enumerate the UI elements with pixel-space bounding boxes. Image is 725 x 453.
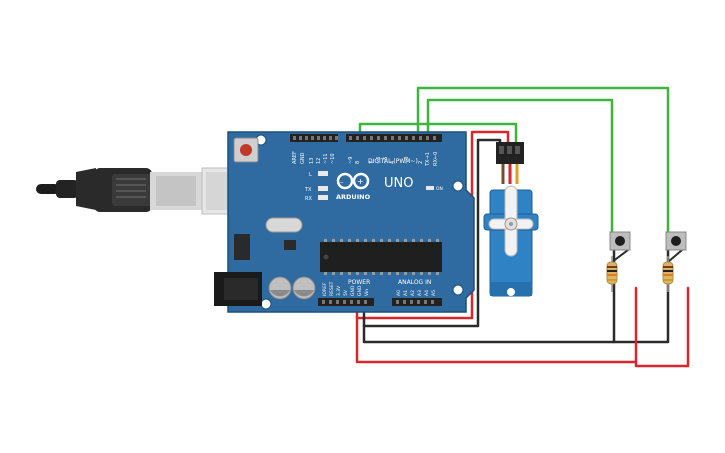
wire-button-1-resistor[interactable]	[611, 249, 629, 263]
arduino-board[interactable]: AREF GND 13 12 ~11 ~10 ~9 8 7 ~6 ~5 4 ~3…	[214, 131, 475, 313]
mounting-hole	[452, 180, 464, 192]
on-led	[426, 186, 434, 190]
wire-green-button-1[interactable]	[426, 98, 614, 234]
reset-button[interactable]	[233, 137, 259, 163]
microcontroller-chip	[320, 239, 442, 275]
pin-label: TX→1	[425, 152, 431, 167]
pin-label: ~6	[376, 157, 382, 164]
status-leds: L TX RX	[304, 171, 328, 202]
pin-label: GND	[357, 285, 363, 296]
pin-label: ~3	[404, 157, 410, 164]
wire-red-resistor-1[interactable]	[355, 286, 638, 364]
voltage-regulator	[234, 234, 250, 260]
pin-label: A4	[424, 290, 430, 296]
pin-label: 4	[390, 161, 396, 164]
pin-label: 8	[355, 161, 361, 164]
led-tx-label: TX	[304, 187, 312, 193]
pin-label: 7	[369, 161, 375, 164]
wire-black-servo-ground[interactable]	[362, 138, 502, 328]
pin-label: ~11	[323, 153, 329, 164]
brand-label: ARDUINO	[336, 193, 371, 201]
wire-button-2-resistor[interactable]	[667, 249, 683, 263]
pin-label: 13	[309, 158, 315, 164]
pin-label: AREF	[292, 151, 298, 164]
pin-label: ~5	[383, 157, 389, 164]
small-chip	[284, 240, 296, 250]
pin-label: ~10	[330, 153, 336, 164]
pin-label: A1	[403, 290, 409, 296]
pin-label: 2	[418, 161, 424, 164]
pushbutton-2[interactable]	[665, 231, 687, 251]
pin-label: A2	[410, 290, 416, 296]
servo-motor[interactable]	[483, 142, 539, 297]
pin-label: 3.3V	[336, 285, 342, 296]
led-rx-label: RX	[305, 196, 312, 202]
digital-label: DIGITAL (PWM~)	[368, 158, 418, 165]
pin-label: ~9	[348, 157, 354, 164]
resistor-2[interactable]	[662, 256, 674, 292]
pin-label: IOREF	[322, 282, 328, 296]
wire-red-resistor-2[interactable]	[634, 286, 690, 368]
on-label: ON	[436, 186, 443, 192]
servo-horn[interactable]	[488, 185, 534, 257]
arduino-logo: – + ARDUINO	[336, 172, 371, 201]
pin-label: 12	[316, 158, 322, 164]
wire-green-button-2[interactable]	[416, 86, 670, 234]
power-jack	[214, 272, 262, 306]
pin-label: RESET	[329, 281, 335, 296]
pin-label: A5	[431, 290, 437, 296]
wire-black-button-1-ground[interactable]	[362, 248, 616, 344]
pin-label: A3	[417, 290, 423, 296]
mounting-hole	[452, 284, 464, 296]
pin-label: A0	[396, 290, 402, 296]
pin-label: RX←0	[433, 152, 439, 166]
resistor-1[interactable]	[606, 256, 618, 292]
mounting-hole	[260, 298, 272, 310]
led-l-label: L	[309, 172, 312, 178]
svg-text:+: +	[357, 177, 364, 186]
pin-label: 5V	[343, 289, 349, 296]
power-label: POWER	[348, 279, 370, 286]
pin-label: GND	[300, 152, 306, 164]
svg-text:–: –	[340, 178, 344, 186]
pin-label: Vin	[364, 289, 370, 296]
pushbutton-1[interactable]	[609, 231, 631, 251]
wire-black-button-2-ground[interactable]	[612, 248, 670, 344]
capacitors	[268, 276, 316, 300]
pin-label: GND	[350, 285, 356, 296]
crystal-oscillator	[265, 217, 303, 233]
analog-label: ANALOG IN	[398, 279, 431, 286]
model-label: UNO	[384, 176, 413, 191]
